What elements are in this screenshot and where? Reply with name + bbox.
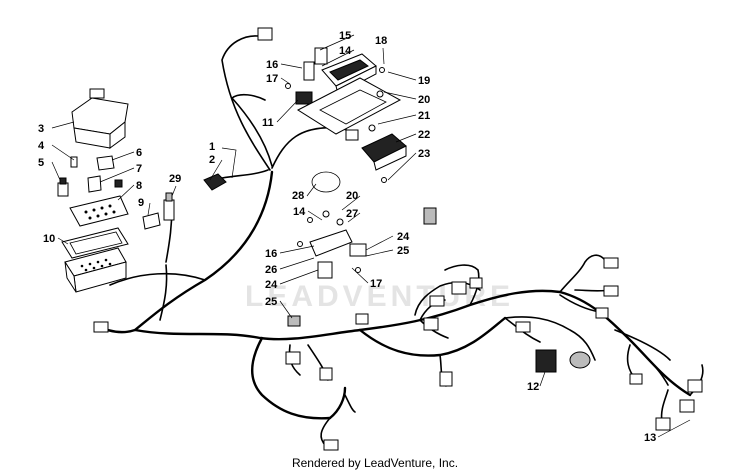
callout-labels: 1 2 3 4 5 6 7 8 9 10 11 12 13 14 14 15 1… [38,30,656,444]
connector-clip [203,173,227,191]
callout-14-top: 14 [339,45,352,57]
callout-22: 22 [418,129,430,141]
fuse-box-gasket [61,227,129,259]
clamp-ring [311,171,341,193]
callout-13: 13 [644,432,656,444]
callout-6: 6 [136,147,142,159]
mounting-bracket [296,77,402,135]
callout-21: 21 [418,110,430,122]
callout-28: 28 [292,190,304,202]
callout-4: 4 [38,140,45,152]
callout-20-top: 20 [418,94,430,106]
callout-27: 27 [346,208,358,220]
fuse-panel-plate [69,195,129,227]
relay-connector [515,321,591,373]
callout-12: 12 [527,381,539,393]
ecu-connector [295,47,328,105]
footer-credit: Rendered by LeadVenture, Inc. [291,456,459,470]
callout-26: 26 [265,264,277,276]
callout-1: 1 [209,141,215,153]
callout-25-right: 25 [397,245,409,257]
callout-24-right: 24 [397,231,410,243]
callout-9: 9 [138,197,144,209]
callout-19: 19 [418,75,430,87]
callout-5: 5 [38,157,44,169]
leader-lines [51,34,691,438]
callout-7: 7 [136,163,142,175]
callout-3: 3 [38,123,44,135]
callout-20-mid: 20 [346,190,358,202]
callout-16-top: 16 [266,59,278,71]
callout-14-mid: 14 [293,206,306,218]
harness-connector [93,27,703,451]
relay [87,155,123,193]
voltage-regulator [361,133,407,171]
callout-17-top: 17 [266,73,278,85]
connector [287,207,437,327]
fasteners [285,67,387,273]
connector [142,212,161,230]
callout-25-left: 25 [265,296,277,308]
oxygen-sensor [163,192,175,221]
bracket [309,229,353,257]
callout-10: 10 [43,233,55,245]
callout-17-mid: 17 [370,278,382,290]
callout-23: 23 [418,148,430,160]
callout-2: 2 [209,154,215,166]
callout-18: 18 [375,35,387,47]
callout-24-left: 24 [265,279,278,291]
callout-8: 8 [136,180,142,192]
fuse-box-cover [71,88,129,149]
callout-15: 15 [339,30,351,42]
callout-16-mid: 16 [265,248,277,260]
callout-29: 29 [169,173,181,185]
callout-11: 11 [262,117,274,129]
fuse [57,156,78,197]
fuse-box-base [64,247,127,293]
